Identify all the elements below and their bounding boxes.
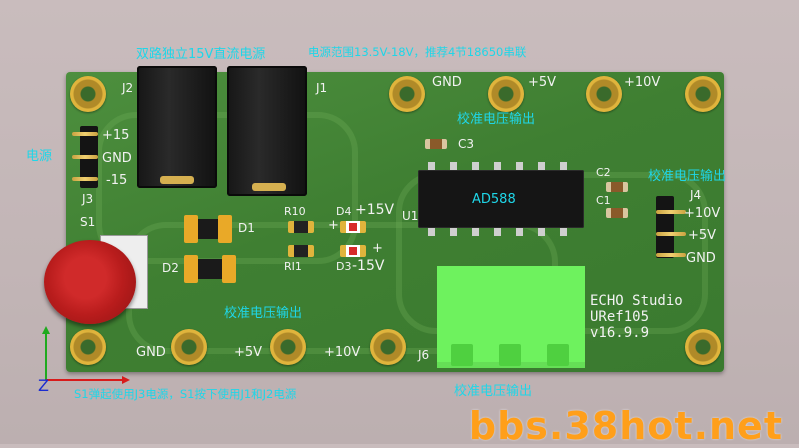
dc-jack-j1 (227, 66, 307, 196)
label-r10: R10 (284, 205, 306, 218)
test-pad-5v (270, 329, 306, 365)
label-bot-gnd: GND (136, 345, 166, 360)
mounting-pad (70, 76, 106, 112)
diode-d2 (184, 255, 236, 283)
label-top-5v: +5V (528, 75, 557, 90)
label-d1: D1 (238, 221, 255, 235)
label-plus: + (328, 218, 339, 233)
capacitor-c2 (606, 182, 628, 192)
terminal-block-j6 (437, 266, 585, 368)
label-model: URef105 (590, 309, 650, 325)
label-c3: C3 (458, 137, 475, 151)
label-top-gnd: GND (432, 75, 462, 90)
label-bot-10v: +10V (324, 345, 361, 360)
annotation-calib-out-mid: 校准电压输出 (224, 306, 303, 321)
led-d4 (340, 221, 366, 233)
test-pad-10v (586, 76, 622, 112)
mounting-pad (70, 329, 106, 365)
header-pin (72, 155, 98, 159)
label-j3-p15: +15 (102, 128, 130, 143)
header-pin (656, 210, 686, 214)
jack-pin (252, 183, 286, 191)
label-j4: J4 (690, 188, 702, 202)
label-j3-gnd: GND (102, 151, 132, 166)
annotation-calib-out-bottom: 校准电压输出 (454, 384, 533, 399)
ic-u1-ad588 (418, 170, 584, 228)
label-d3: D3 (336, 260, 352, 273)
annotation-calib-out-right: 校准电压输出 (648, 169, 727, 184)
test-pad-gnd (171, 329, 207, 365)
annotation-voltage-range: 电源范围13.5V-18V，推荐4节18650串联 (308, 45, 527, 59)
test-pad-5v (488, 76, 524, 112)
resistor-ri1 (288, 245, 314, 257)
label-j4-p10: +10V (684, 206, 721, 221)
annotation-calib-out-top: 校准电压输出 (457, 112, 536, 127)
label-d2: D2 (162, 261, 179, 275)
capacitor-c1 (606, 208, 628, 218)
label-ri1: RI1 (284, 260, 302, 273)
label-s1: S1 (80, 215, 96, 229)
label-studio: ECHO Studio (590, 293, 683, 309)
test-pad-gnd (389, 76, 425, 112)
label-u1: U1 (402, 209, 419, 223)
jack-pin (160, 176, 194, 184)
mounting-pad (685, 76, 721, 112)
label-d3-voltage: -15V (352, 258, 385, 274)
resistor-r10 (288, 221, 314, 233)
diode-d1 (184, 215, 232, 243)
annotation-power: 电源 (26, 149, 53, 164)
header-pin (656, 253, 686, 257)
label-top-10v: +10V (624, 75, 661, 90)
label-j4-gnd: GND (686, 251, 716, 266)
led-d3 (340, 245, 366, 257)
watermark: bbs.38hot.net (468, 404, 783, 448)
axis-z-label: Z (38, 376, 49, 395)
label-j6: J6 (418, 348, 430, 362)
label-j4-p5: +5V (688, 228, 717, 243)
label-j3-m15: -15 (106, 173, 128, 188)
label-d4-voltage: +15V (355, 202, 395, 218)
header-j4 (656, 196, 674, 258)
test-pad-10v (370, 329, 406, 365)
label-j1: J1 (316, 81, 328, 95)
label-c1: C1 (596, 194, 611, 207)
label-j3: J3 (82, 192, 94, 206)
label-version: v16.9.9 (590, 325, 650, 341)
ic-label: AD588 (472, 192, 516, 207)
label-d4: D4 (336, 205, 352, 218)
label-j2: J2 (122, 81, 134, 95)
dc-jack-j2 (137, 66, 217, 188)
push-button-s1[interactable] (44, 240, 136, 324)
label-c2: C2 (596, 166, 611, 179)
header-pin (656, 232, 686, 236)
capacitor-c3 (425, 139, 447, 149)
label-bot-5v: +5V (234, 345, 263, 360)
header-pin (72, 177, 98, 181)
axis-gizmo (42, 326, 130, 384)
label-plus: + (372, 241, 383, 256)
annotation-s1-note: S1弹起使用J3电源，S1按下使用J1和J2电源 (74, 387, 297, 401)
mounting-pad (685, 329, 721, 365)
annotation-dual-supply: 双路独立15V直流电源 (136, 47, 266, 62)
header-pin (72, 132, 98, 136)
